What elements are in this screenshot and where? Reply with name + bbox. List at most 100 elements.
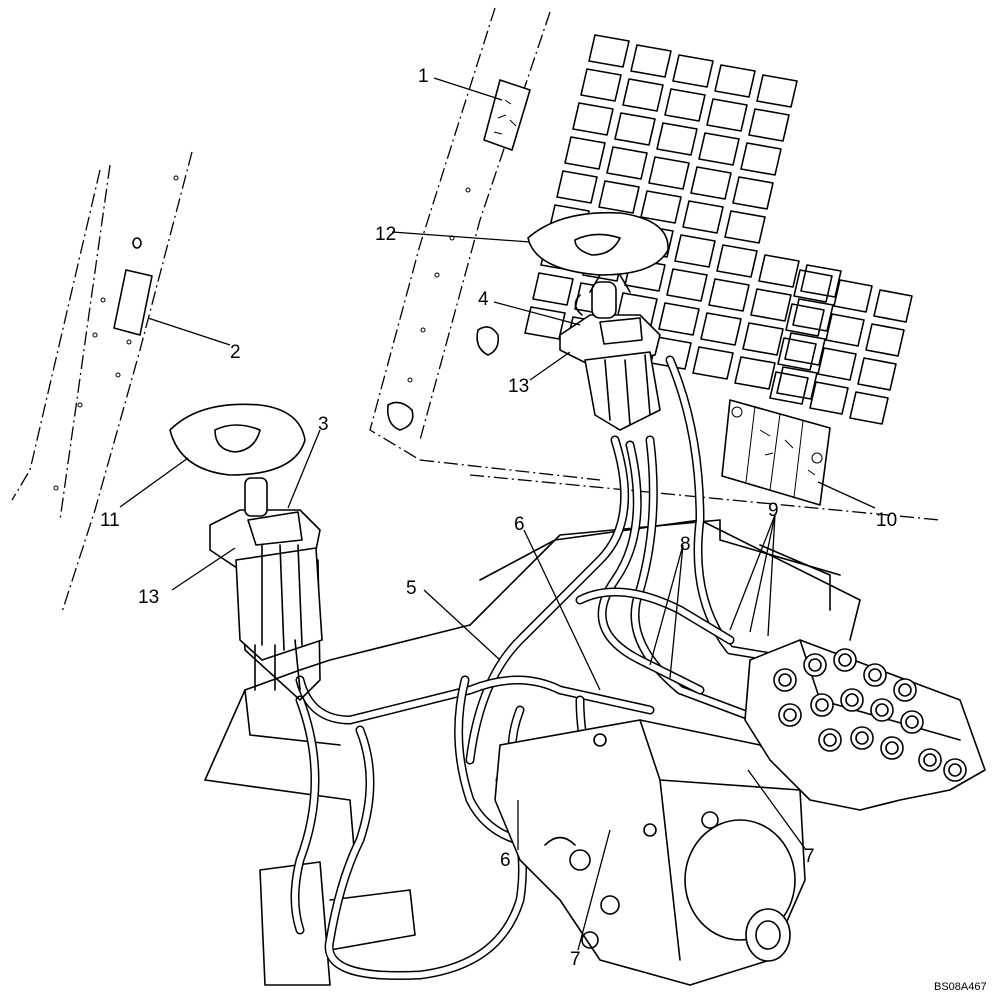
valve-port [893,678,917,702]
grille-slot [648,156,690,190]
grille-slot [756,74,798,108]
valve-port-inner [898,683,912,697]
grille-slot [580,68,622,102]
callout-7-right: 7 [804,846,815,867]
grille-slot [524,306,566,340]
grille-slot [672,54,714,88]
grille-slot [833,279,873,313]
callout-5: 5 [406,578,417,599]
valve-port [818,728,842,752]
grille-slot [817,347,857,381]
grille-slot [776,366,818,400]
callout-2: 2 [230,342,241,363]
callout-7-lower: 7 [570,949,581,970]
valve-port-inner [838,653,852,667]
valve-port [803,653,827,677]
grille-slot [622,78,664,112]
grille-slot [700,312,742,346]
valve-port [870,698,894,722]
callout-10: 10 [876,510,897,531]
valve-port-inner [923,753,937,767]
valve-port [918,748,942,772]
grille-slot [873,289,913,323]
grille-slot [664,88,706,122]
grille-slot [606,146,648,180]
valve-port-inner [855,731,869,745]
grille-slot [708,278,750,312]
grille-slot [564,136,606,170]
grille-slot [682,200,724,234]
boot-11 [169,403,306,476]
grille-slot [572,102,614,136]
valve-port-inner [778,673,792,687]
grille-slot [732,176,774,210]
grille-slot [598,180,640,214]
grille-slot [857,357,897,391]
valve-port-inner [905,715,919,729]
callout-6-upper: 6 [514,514,525,535]
grille-slot [532,272,574,306]
decal-1 [483,79,531,151]
grille-slot [640,190,682,224]
grille-slot [630,44,672,78]
grille-slot [656,122,698,156]
valve-port-inner [845,693,859,707]
grille-slot [666,268,708,302]
valve-port [900,710,924,734]
grille-slot [706,98,748,132]
valve-port-inner [868,668,882,682]
valve-port [778,703,802,727]
callout-leaders [119,77,876,951]
grille-slot [740,142,782,176]
callout-11: 11 [100,510,120,531]
callout-13-left: 13 [138,587,159,608]
right-control-handle [559,281,661,431]
grille-slot [784,332,826,366]
valve-port-inner [783,708,797,722]
valve-port-inner [808,658,822,672]
grille-slot [690,166,732,200]
rear-panel [369,7,941,521]
valve-port-inner [948,763,962,777]
grille-slot [674,234,716,268]
grille-slot [716,244,758,278]
callout-13-right: 13 [508,376,529,397]
grille-slot [758,254,800,288]
grille-slot [777,337,817,371]
valve-port [833,648,857,672]
grille-slot [692,346,734,380]
callout-4: 4 [478,289,489,310]
callout-8: 8 [680,534,691,555]
grille-slot [785,303,825,337]
valve-port [773,668,797,692]
grille-slot [809,381,849,415]
callout-9: 9 [768,500,779,521]
grille-slot [724,210,766,244]
grille-slot [588,34,630,68]
grille-slot [748,108,790,142]
grille-slot [698,132,740,166]
grille-slot [614,112,656,146]
valve-port [943,758,967,782]
control-valve [744,639,986,811]
decal-2 [113,269,153,336]
valve-port-inner [885,741,899,755]
drawing-id: BS08A467 [934,981,987,993]
grille-slot [742,322,784,356]
callout-labels: 1 2 3 4 5 6 6 7 7 8 9 10 11 12 13 13 [100,66,897,970]
hydrostatic-pump [494,719,806,986]
valve-port-inner [815,698,829,712]
grille-slot [793,269,833,303]
decal-10 [721,399,831,506]
valve-port [840,688,864,712]
valve-port-inner [875,703,889,717]
grille-slot [750,288,792,322]
callout-6-lower: 6 [500,850,511,871]
left-side-panel [11,151,193,613]
boot-12 [527,211,669,293]
valve-port [863,663,887,687]
callout-3: 3 [318,414,329,435]
grille-slot [769,371,809,405]
valve-port [880,736,904,760]
